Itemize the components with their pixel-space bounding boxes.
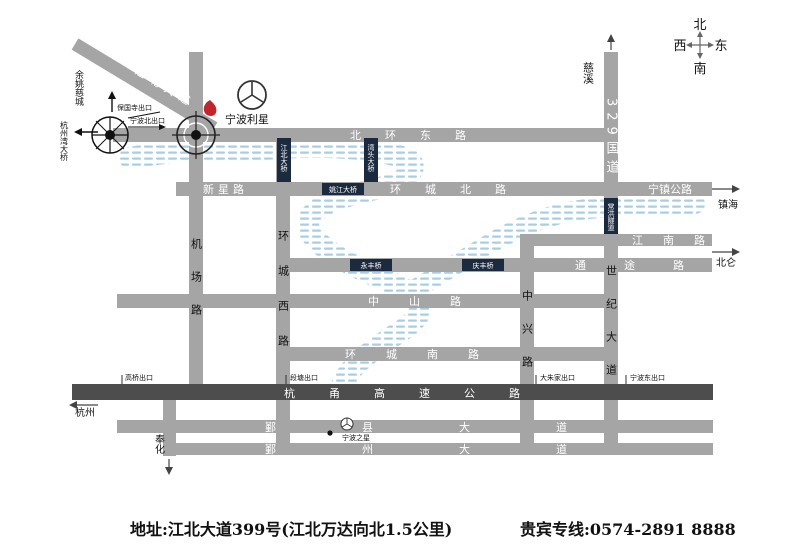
road-labels: 北环东路 环城北路 新星路 宁镇公路 江南路 通途路 中山路 环城南路 杭甬高速… bbox=[132, 64, 725, 456]
direction-arrows bbox=[69, 34, 740, 475]
compass-north: 北 bbox=[693, 18, 706, 33]
label-shi-ji: 世纪大道 bbox=[605, 265, 618, 397]
bridges bbox=[277, 138, 618, 271]
label-zhen-hai: 镇海 bbox=[718, 198, 738, 211]
label-hang-zhou-wan-bridge: 杭州湾大桥 bbox=[60, 120, 69, 162]
label-yu-yao-ci-cheng: 余姚慈城 bbox=[73, 69, 84, 107]
exit-markers bbox=[121, 375, 627, 384]
label-wan-tou-bridge: 湾头大桥 bbox=[367, 143, 375, 173]
footer-address: 地址:江北大道399号(江北万达向北1.5公里) bbox=[130, 520, 453, 539]
label-exit-ning-bo-dong: 宁波东出口 bbox=[630, 373, 665, 382]
bridge-yao-jiang bbox=[322, 183, 364, 195]
label-feng-hua: 奉化 bbox=[153, 433, 165, 454]
location-dot-zhi-xing bbox=[327, 430, 333, 436]
label-ci-xi: 慈溪 bbox=[582, 61, 595, 85]
label-yin-zhou: 鄞州大道 bbox=[265, 442, 653, 456]
label-329: 329国道 bbox=[604, 98, 620, 179]
label-tong-tu: 通途路 bbox=[575, 258, 722, 272]
compass-west: 西 bbox=[673, 39, 686, 54]
bridge-qing-feng bbox=[462, 259, 504, 271]
road-shi-ji bbox=[604, 52, 618, 454]
label-exit-ning-bo-bei: 宁波北出口 bbox=[130, 116, 165, 125]
label-huan-cheng-bei: 环城北路 bbox=[390, 183, 530, 196]
label-ning-bo-zhi-xing: 宁波之星 bbox=[342, 433, 370, 442]
mercedes-small-icon bbox=[340, 417, 354, 431]
label-jiang-bei-bridge: 江北大桥 bbox=[280, 144, 288, 173]
label-huan-cheng-nan: 环城南路 bbox=[345, 348, 509, 361]
label-exit-duan-tang: 段塘出口 bbox=[290, 373, 318, 382]
bridge-wan-tou bbox=[364, 138, 378, 182]
label-zhong-shan: 中山路 bbox=[368, 295, 491, 308]
road-huan-cheng-bei bbox=[176, 182, 712, 196]
label-bei-lun: 北仑 bbox=[716, 256, 736, 269]
road-yin-xian bbox=[117, 420, 713, 433]
footer-hotline: 贵宾专线:0574-2891 8888 bbox=[520, 520, 736, 539]
bridge-yong-feng bbox=[350, 259, 392, 271]
destination-labels: 余姚慈城 杭州湾大桥 慈溪 镇海 北仑 杭州 奉化 宁波利星 宁波之星 bbox=[60, 61, 739, 454]
road-yin-zhou bbox=[163, 443, 713, 455]
label-hang-zhou: 杭州 bbox=[75, 406, 95, 419]
label-hang-yong: 杭甬高速公路 bbox=[284, 386, 554, 400]
label-exit-bao-guo-si: 保国寺出口 bbox=[117, 103, 152, 112]
label-bei-huan-dong: 北环东路 bbox=[350, 129, 490, 142]
compass-rose: 北 南 西 东 bbox=[673, 18, 727, 77]
compass-east: 东 bbox=[714, 39, 727, 54]
interchange-north bbox=[172, 111, 220, 159]
label-jiang-nan: 江南路 bbox=[632, 234, 725, 247]
label-ji-chang: 机场路 bbox=[190, 237, 203, 337]
label-yao-jiang-bridge: 姚江大桥 bbox=[329, 185, 357, 194]
label-huan-cheng-xi: 环城西路 bbox=[277, 230, 290, 370]
label-chang-hong-tunnel: 常洪隧道 bbox=[607, 202, 615, 232]
mercedes-logo-icon bbox=[237, 80, 267, 110]
label-zhong-xing: 中兴路 bbox=[521, 290, 534, 389]
road-zhong-shan bbox=[117, 294, 612, 308]
compass-south: 南 bbox=[693, 61, 706, 77]
bridge-jiang-bei bbox=[277, 138, 291, 182]
location-marker-li-xing bbox=[203, 100, 217, 116]
label-yong-feng-bridge: 永丰桥 bbox=[361, 261, 382, 270]
label-qing-feng-bridge: 庆丰桥 bbox=[473, 261, 494, 270]
label-yin-xian: 鄞县大道 bbox=[265, 420, 653, 434]
road-jiang-bei-da-dao bbox=[71, 38, 218, 134]
bridge-chang-hong bbox=[604, 198, 618, 234]
highway-hang-yong bbox=[72, 384, 713, 400]
label-ning-zhen: 宁镇公路 bbox=[648, 182, 692, 196]
road-ningbo-north-exit-ramp bbox=[113, 128, 178, 142]
label-exit-gao-qiao: 高桥出口 bbox=[125, 373, 153, 382]
exit-labels: 保国寺出口 宁波北出口 高桥出口 段塘出口 大朱家出口 宁波东出口 bbox=[117, 103, 665, 382]
label-xin-xing: 新星路 bbox=[203, 182, 248, 196]
roundabout-west bbox=[74, 91, 166, 154]
label-exit-da-zhu-jia: 大朱家出口 bbox=[540, 373, 575, 382]
label-ning-bo-li-xing: 宁波利星 bbox=[225, 112, 269, 126]
road-feng-hua bbox=[163, 394, 176, 456]
bridge-labels: 江北大桥 湾头大桥 姚江大桥 常洪隧道 永丰桥 庆丰桥 bbox=[280, 143, 615, 270]
